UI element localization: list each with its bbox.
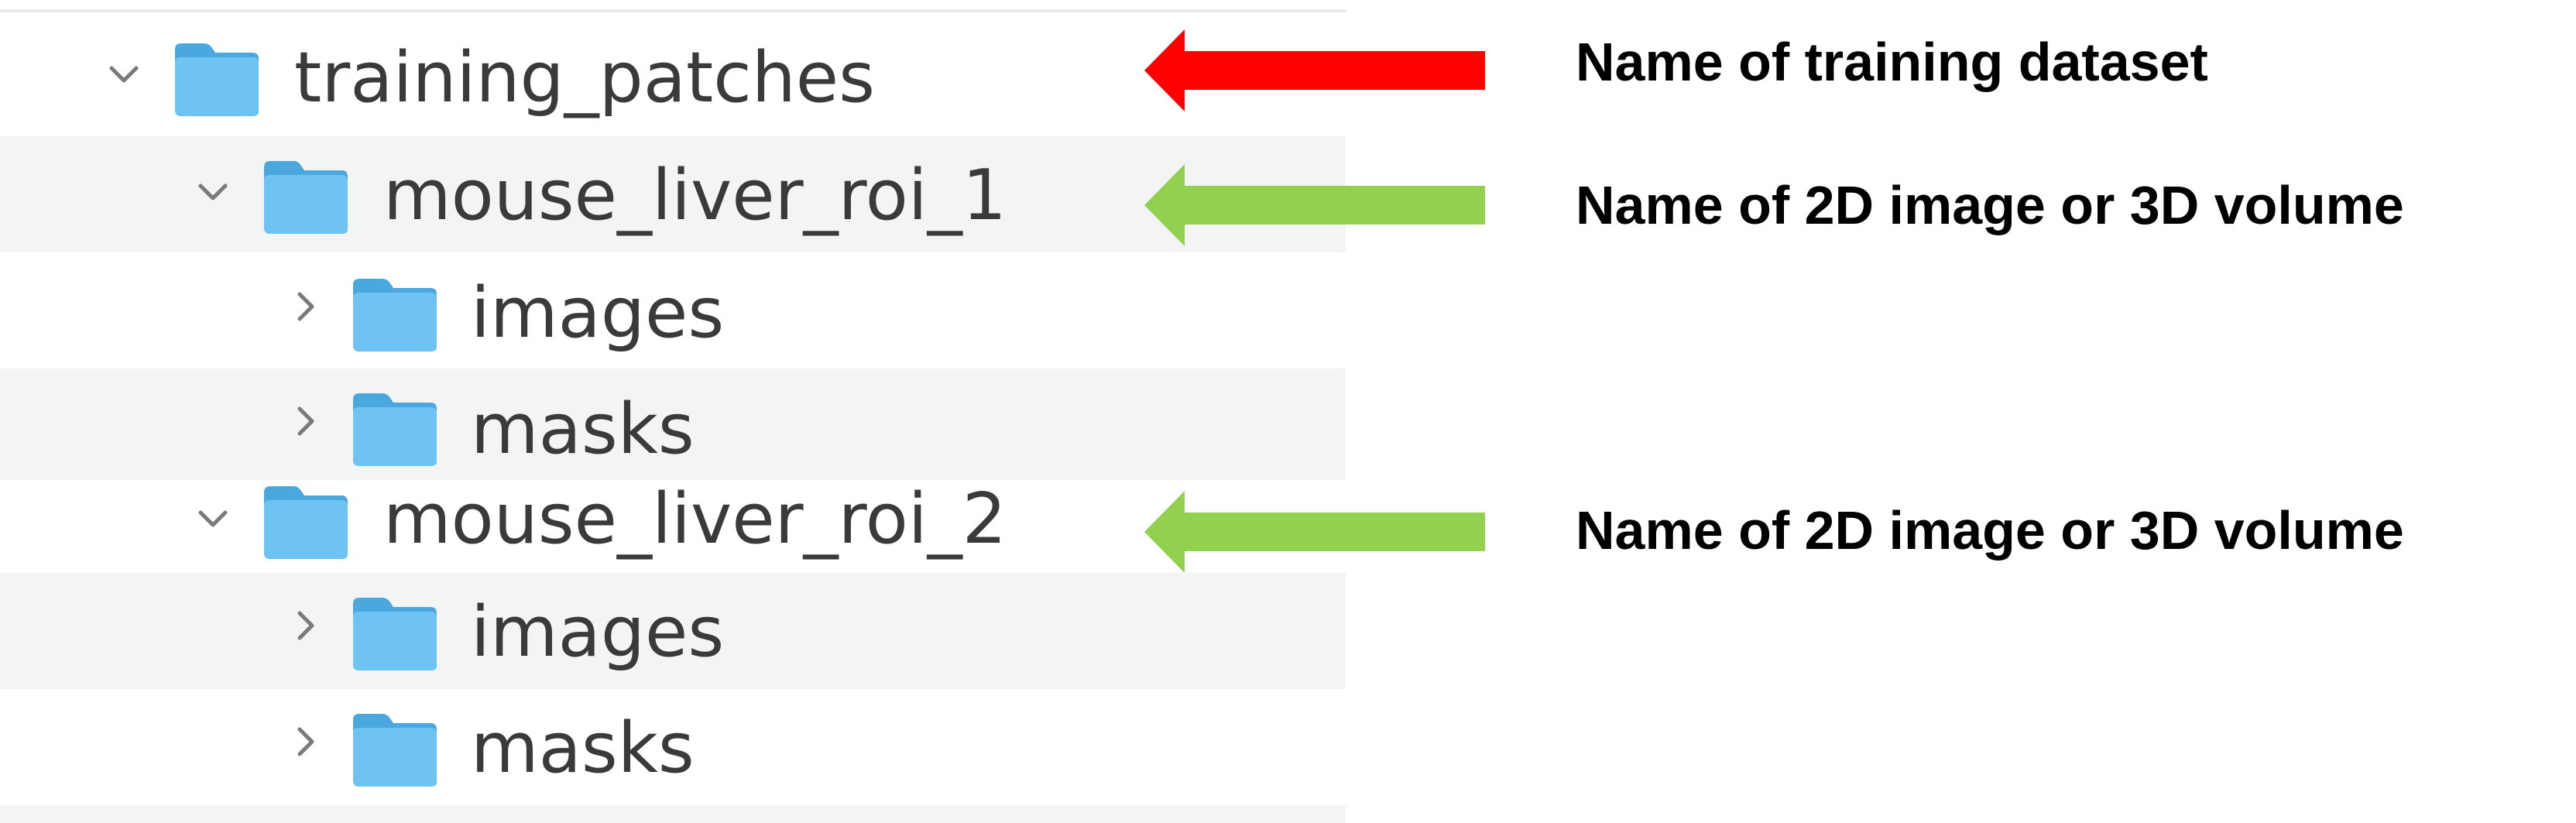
green-arrow-icon: [1144, 164, 1485, 246]
top-divider: [0, 9, 1346, 12]
chevron-right-icon[interactable]: [290, 726, 321, 757]
tree-row-masks[interactable]: masks: [0, 369, 1346, 480]
chevron-down-icon[interactable]: [108, 59, 139, 90]
tree-row-images[interactable]: images: [0, 573, 1346, 689]
annotation-image-volume: Name of 2D image or 3D volume: [1576, 175, 2404, 235]
tree-item-label: masks: [471, 389, 695, 470]
green-arrow-icon: [1144, 491, 1485, 573]
tree-row-mouse-liver-roi-2[interactable]: mouse_liver_roi_2: [0, 480, 1346, 573]
tree-row-training-patches[interactable]: training_patches: [0, 12, 1346, 136]
folder-icon: [259, 482, 352, 562]
red-arrow-icon: [1144, 29, 1485, 111]
folder-icon: [170, 39, 263, 119]
tree-item-label: images: [471, 273, 725, 354]
tree-item-label: training_patches: [294, 37, 876, 118]
tree-row-masks[interactable]: masks: [0, 689, 1346, 805]
tree-item-label: images: [471, 592, 725, 673]
folder-icon: [348, 593, 441, 674]
annotation-training-dataset: Name of training dataset: [1576, 32, 2208, 92]
chevron-right-icon[interactable]: [290, 291, 321, 322]
tree-item-label: mouse_liver_roi_1: [383, 155, 1007, 236]
annotation-image-volume: Name of 2D image or 3D volume: [1576, 500, 2404, 561]
chevron-right-icon[interactable]: [290, 610, 321, 641]
folder-icon: [348, 389, 441, 469]
tree-row-partial: [0, 805, 1346, 823]
chevron-down-icon[interactable]: [197, 177, 228, 207]
folder-icon: [348, 709, 441, 790]
folder-icon: [348, 274, 441, 355]
tree-row-images[interactable]: images: [0, 252, 1346, 369]
tree-row-mouse-liver-roi-1[interactable]: mouse_liver_roi_1: [0, 136, 1346, 252]
chevron-down-icon[interactable]: [197, 503, 228, 534]
tree-item-label: masks: [471, 708, 695, 789]
file-tree: training_patches mouse_liver_roi_1 image…: [0, 9, 1346, 823]
tree-item-label: mouse_liver_roi_2: [383, 478, 1007, 560]
folder-icon: [259, 156, 352, 237]
chevron-right-icon[interactable]: [290, 406, 321, 437]
